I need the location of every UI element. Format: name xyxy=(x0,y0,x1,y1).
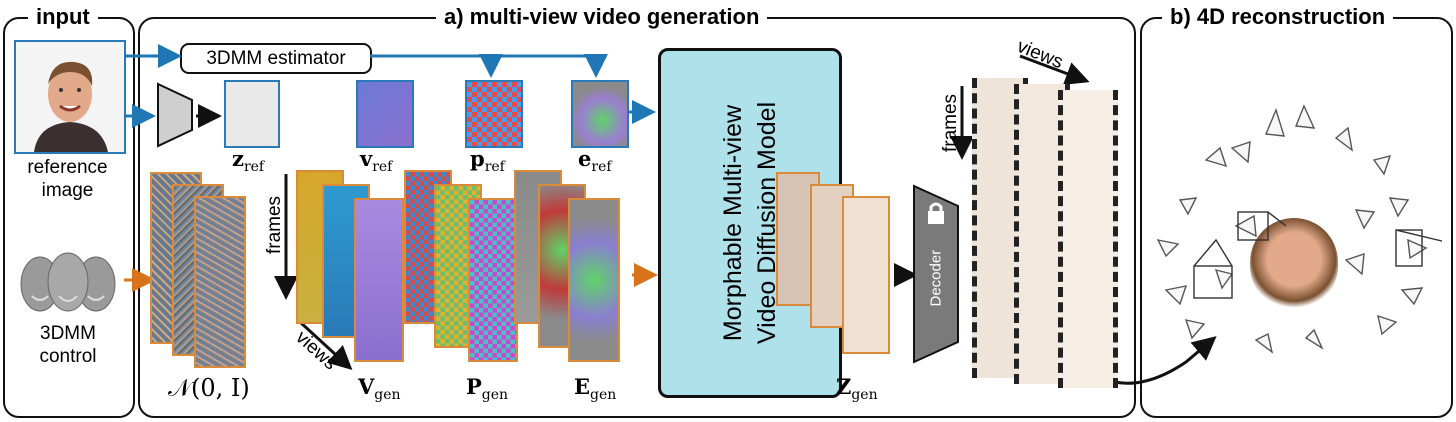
frames-label-left: frames xyxy=(264,195,286,255)
reconstructed-head xyxy=(1250,218,1338,310)
film-strip xyxy=(1058,90,1118,388)
lock-icon xyxy=(924,200,948,226)
z-gen-stack xyxy=(776,172,896,372)
v-gen-frame xyxy=(354,198,404,362)
3dmm-estimator-box: 3DMM estimator xyxy=(180,43,372,74)
camera-frustums xyxy=(1156,104,1442,354)
v-gen-label: Vgen xyxy=(358,374,401,404)
noise-stack xyxy=(150,172,254,372)
face-portrait-icon xyxy=(16,42,124,152)
z-ref-label: zref xyxy=(232,146,265,176)
z-gen-label: Zgen xyxy=(836,374,878,404)
control-label: 3DMM control xyxy=(39,323,97,367)
noise-frame xyxy=(194,196,246,368)
reconstruction-title: b) 4D reconstruction xyxy=(1162,0,1394,34)
p-gen-frame xyxy=(468,198,518,362)
v-ref-label: vref xyxy=(360,146,393,176)
mesh-heads-icon xyxy=(20,252,116,312)
p-ref-tile xyxy=(465,80,523,148)
v-gen-stack xyxy=(296,170,436,370)
encoder-block xyxy=(157,82,193,148)
e-gen-frame xyxy=(568,198,620,362)
e-ref-label: eref xyxy=(578,146,612,176)
model-label-line1: Morphable Multi-view xyxy=(719,104,747,342)
v-ref-tile xyxy=(356,80,414,148)
e-gen-stack xyxy=(514,170,634,370)
p-ref-label: pref xyxy=(470,146,505,176)
input-title: input xyxy=(28,0,98,34)
noise-label: 𝒩(0, I) xyxy=(168,374,250,402)
decoder-block xyxy=(913,184,959,364)
z-ref-tile xyxy=(224,80,280,148)
3dmm-control-heads xyxy=(12,246,124,320)
film-strips xyxy=(972,78,1122,388)
reference-label: reference image xyxy=(27,157,108,201)
p-gen-stack xyxy=(404,170,534,370)
generation-title: a) multi-view video generation xyxy=(436,0,768,34)
z-gen-frame xyxy=(842,196,890,354)
frames-label-right: frames xyxy=(940,93,962,153)
e-ref-tile xyxy=(571,80,629,148)
reference-image xyxy=(14,40,126,154)
p-gen-label: Pgen xyxy=(466,374,509,404)
e-gen-label: Egen xyxy=(574,374,617,404)
decoder-label: Decoder xyxy=(927,249,945,307)
